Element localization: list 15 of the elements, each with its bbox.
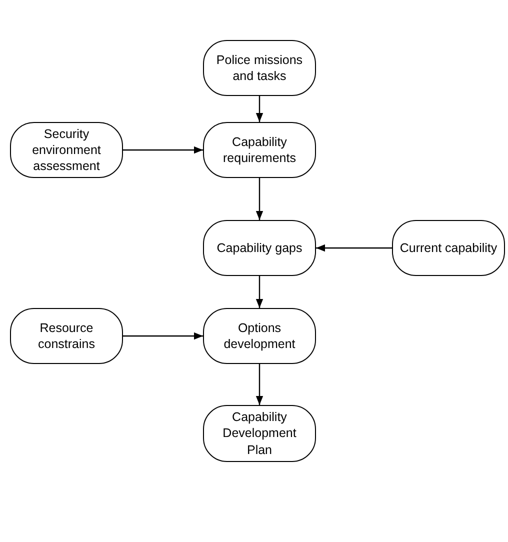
process-box: Resource constrains: [10, 308, 123, 364]
process-box: Capability requirements: [203, 122, 316, 178]
process-box: Police missions and tasks: [203, 40, 316, 96]
process-box: Capability Development Plan: [203, 405, 316, 462]
arrow: [123, 332, 203, 340]
process-box: Options development: [203, 308, 316, 364]
process-box: Security environment assessment: [10, 122, 123, 178]
arrow: [123, 146, 203, 154]
arrow: [316, 244, 392, 252]
arrow: [256, 96, 264, 122]
arrow: [256, 178, 264, 220]
process-box: Capability gaps: [203, 220, 316, 276]
process-box: Current capability: [392, 220, 505, 276]
arrow: [256, 364, 264, 405]
arrow: [256, 276, 264, 308]
